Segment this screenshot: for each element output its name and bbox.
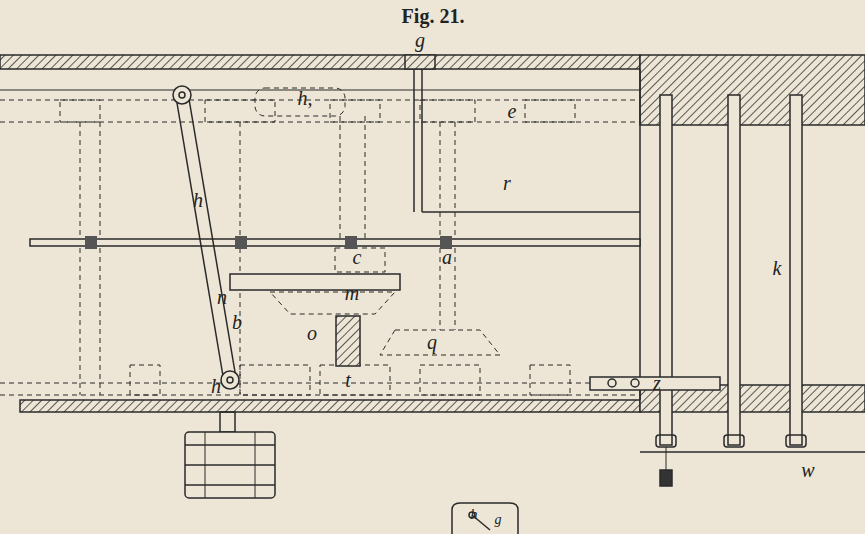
part-letter: w: [801, 460, 814, 480]
part-letter: k: [773, 258, 782, 278]
part-letter: a: [442, 247, 452, 267]
part-letter: h,: [298, 88, 313, 108]
figure-title: Fig. 21.: [402, 6, 465, 26]
part-letter: c: [353, 247, 362, 267]
part-letter: n: [217, 287, 227, 307]
part-letter: z: [653, 373, 661, 393]
part-letter: o: [307, 323, 317, 343]
part-letter: h: [211, 376, 221, 396]
part-letter: m: [345, 283, 359, 303]
part-letter: q: [427, 332, 437, 352]
part-letter: g: [495, 513, 502, 527]
part-letter: t: [345, 370, 351, 390]
part-letter: r: [503, 173, 511, 193]
part-letter: e: [508, 101, 517, 121]
part-letter: h: [471, 508, 478, 522]
part-letter: g: [415, 30, 425, 50]
part-letter: h: [193, 190, 203, 210]
part-letter: b: [232, 312, 242, 332]
